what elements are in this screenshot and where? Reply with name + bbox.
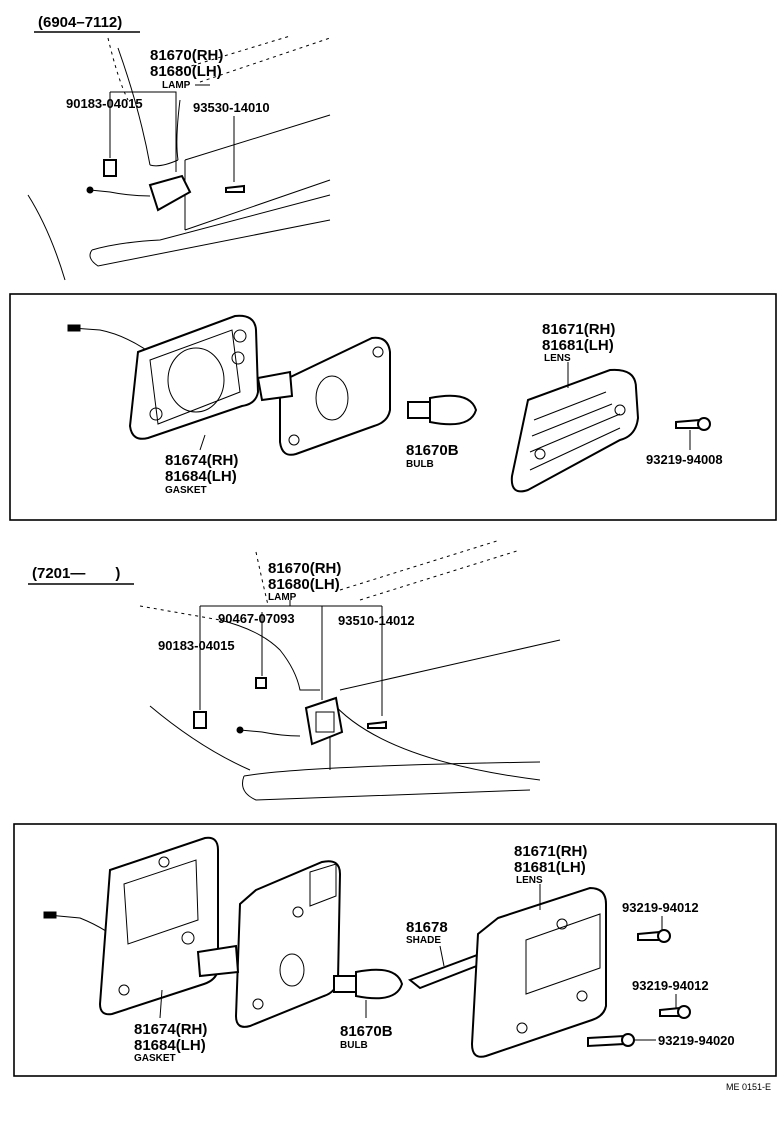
box2-lens-lh: 81681(LH) (514, 859, 586, 876)
lower-nut-label: 90467-07093 (218, 611, 295, 626)
box1-bulb-name: BULB (406, 459, 434, 470)
lower-screw-label: 93510-14012 (338, 613, 415, 628)
box2-gasket-name: GASKET (134, 1053, 176, 1064)
box1-gasket-icon (128, 314, 260, 440)
lower-clip-label: 90183-04015 (158, 638, 235, 653)
box2-gasket-icon (98, 836, 219, 1016)
box2-lens-rh: 81671(RH) (514, 843, 587, 860)
lower-screw-icon (367, 720, 387, 729)
lower-car-body (139, 539, 561, 801)
box2-shade-name: SHADE (406, 935, 441, 946)
lower-lamp-icon (304, 696, 344, 746)
lower-nut-icon (255, 677, 267, 689)
box1-screw-label: 93219-94008 (646, 452, 723, 467)
lower-lamp-name: LAMP (268, 592, 297, 603)
upper-screw-label: 93530-14010 (193, 100, 270, 115)
box2-lamp-body-icon (196, 860, 342, 1028)
box1-lens-name: LENS (544, 353, 571, 364)
box2-screw-c-icon (587, 1033, 635, 1048)
box1-lens-rh: 81671(RH) (542, 321, 615, 338)
box1-gasket-rh: 81674(RH) (165, 452, 238, 469)
box2-screw-a-label: 93219-94012 (622, 900, 699, 915)
lower-lamp-lh: 81680(LH) (268, 576, 340, 593)
lower-clip-icon (193, 711, 207, 729)
box1-screw-icon (675, 417, 711, 431)
upper-lamp-icon (148, 174, 192, 212)
box1-frame (9, 293, 777, 521)
upper-lamp-name: LAMP (162, 80, 191, 91)
box2-section: 81674(RH) 81684(LH) GASKET 81670B BULB 8… (13, 823, 777, 1077)
box2-screw-b-icon (659, 1005, 691, 1019)
lower-period-label: (7201— ) (32, 565, 120, 582)
box2-bulb-icon (333, 968, 404, 1000)
upper-period-label: (6904–7112) (38, 14, 122, 31)
box2-frame (13, 823, 777, 1077)
upper-clip-label: 90183-04015 (66, 96, 143, 111)
lower-section: (7201— ) 81670(RH) 81680(LH) LAMP 90467-… (28, 539, 561, 801)
box2-gasket-lh: 81684(LH) (134, 1037, 206, 1054)
box2-lens-icon (470, 886, 607, 1058)
upper-lamp-lh: 81680(LH) (150, 63, 222, 80)
box2-screw-a-icon (637, 929, 671, 943)
box1-bulb-number: 81670B (406, 442, 459, 459)
lower-lamp-rh: 81670(RH) (268, 560, 341, 577)
box2-lens-name: LENS (516, 875, 543, 886)
box1-gasket-lh: 81684(LH) (165, 468, 237, 485)
box1-lens-lh: 81681(LH) (542, 337, 614, 354)
upper-lamp-rh: 81670(RH) (150, 47, 223, 64)
box2-bulb-name: BULB (340, 1040, 368, 1051)
box2-gasket-rh: 81674(RH) (134, 1021, 207, 1038)
box2-screw-b-label: 93219-94012 (632, 978, 709, 993)
box1-lamp-body-icon (256, 336, 391, 456)
box2-screw-c-label: 93219-94020 (658, 1033, 735, 1048)
upper-screw-icon (225, 184, 245, 193)
box1-lens-icon (510, 368, 640, 493)
box2-shade-number: 81678 (406, 919, 448, 936)
footer-code: ME 0151-E (726, 1082, 771, 1092)
upper-section: (6904–7112) 81670(RH) 81680(LH) LAMP 901… (27, 14, 331, 281)
box1-bulb-icon (407, 394, 478, 426)
upper-clip-icon (103, 159, 117, 177)
box2-bulb-number: 81670B (340, 1023, 393, 1040)
box1-section: 81674(RH) 81684(LH) GASKET 81670B BULB 8… (9, 293, 777, 521)
box1-gasket-name: GASKET (165, 485, 207, 496)
